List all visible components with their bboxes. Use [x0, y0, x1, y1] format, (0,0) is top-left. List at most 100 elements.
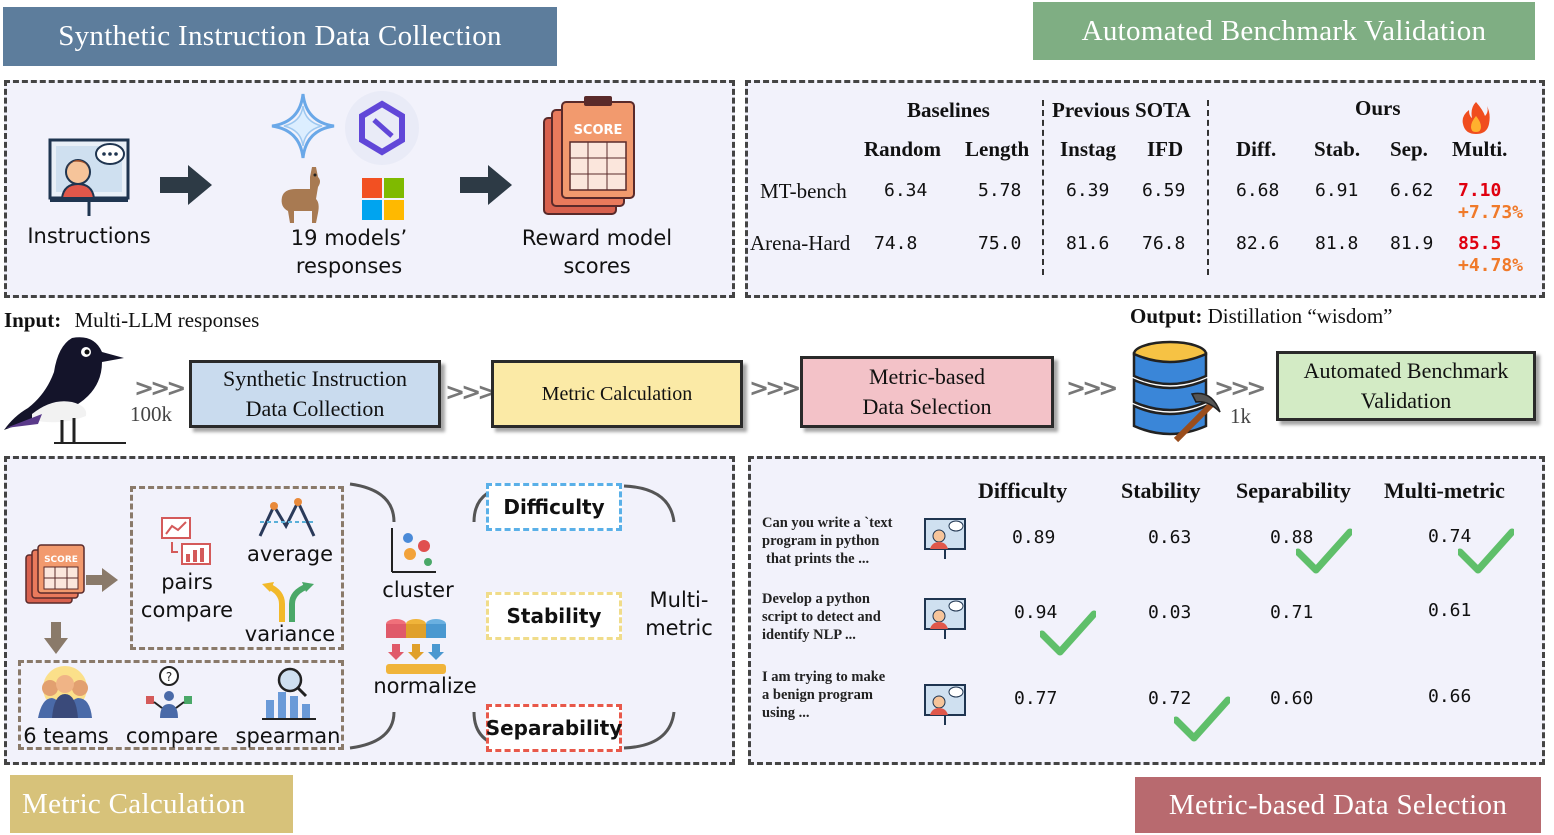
cluster-icon: [391, 528, 436, 573]
chevrons-icon: >>>: [1214, 374, 1266, 402]
variance-label: variance: [244, 622, 336, 646]
microsoft-logo-icon: [362, 178, 404, 220]
spearman-label: spearman: [235, 724, 341, 748]
cluster-label: cluster: [382, 578, 454, 602]
sel-header-multimetric: Multi-metric: [1384, 478, 1505, 503]
multi-label-line1: Multi-: [649, 588, 709, 612]
output-label: Output:: [1130, 304, 1203, 328]
question-line: using ...: [762, 705, 810, 722]
banner-selection: Metric-based Data Selection: [1135, 777, 1541, 833]
spearman-icon: [262, 667, 316, 720]
check-icon: [1174, 696, 1230, 742]
count-out: 1k: [1230, 404, 1251, 428]
flow-benchmark-line1: Automated Benchmark: [1303, 358, 1509, 384]
pairs-label: pairs: [161, 570, 213, 594]
flow-selection-line2: Data Selection: [862, 394, 992, 419]
magpie-icon: [4, 337, 126, 444]
question-line: Develop a python: [762, 591, 870, 607]
table-cell: 6.91: [1315, 180, 1359, 201]
col-diff: Diff.: [1236, 137, 1277, 161]
input-caption: Input: Multi-LLM responses: [4, 308, 259, 333]
question-line: that prints the ...: [766, 551, 870, 568]
sparkle-logo-icon: [271, 93, 335, 159]
table-cell: 6.62: [1390, 180, 1434, 201]
table-cell: 81.8: [1315, 233, 1359, 254]
fire-icon: [1462, 102, 1490, 134]
banner-benchmark: Automated Benchmark Validation: [1033, 2, 1535, 60]
output-text: Distillation “wisdom”: [1207, 304, 1393, 328]
chevrons-icon: >>>: [749, 374, 801, 402]
svg-text:?: ?: [166, 670, 172, 684]
instructions-label: Instructions: [27, 224, 151, 248]
chevrons-icon: >>>: [1066, 374, 1118, 402]
stability-box: Stability: [486, 592, 622, 640]
col-length: Length: [965, 137, 1030, 161]
table-cell: 0.88: [1270, 527, 1314, 548]
table-cell: 0.63: [1148, 527, 1192, 548]
score-badge: SCORE: [574, 123, 623, 138]
chevrons-icon: >>>: [134, 374, 186, 402]
input-text: Multi-LLM responses: [74, 308, 260, 332]
col-sep: Sep.: [1390, 137, 1428, 161]
flow-selection-line1: Metric-based: [868, 364, 986, 390]
benchmark-panel: [745, 80, 1545, 298]
flow-metric-box: Metric Calculation: [491, 360, 743, 428]
table-cell: 0.77: [1014, 688, 1058, 709]
count-in: 100k: [130, 402, 172, 426]
row-label-arenahard: Arena-Hard: [750, 231, 851, 255]
table-cell-best: 85.5: [1458, 233, 1502, 254]
table-cell: 81.6: [1066, 233, 1110, 254]
table-cell: 81.9: [1390, 233, 1434, 254]
models-label-line1: 19 models’: [290, 226, 408, 250]
multi-metric-label: Multi- metric: [636, 586, 722, 643]
table-cell: 0.74: [1428, 526, 1472, 547]
flow-benchmark-line2: Validation: [1360, 388, 1452, 413]
table-cell: 0.60: [1270, 688, 1314, 709]
group-baselines: Baselines: [907, 98, 990, 122]
reward-label: Reward model scores: [506, 224, 688, 281]
list-item: Can you write a `text program in python …: [762, 514, 892, 568]
qwen-logo-icon: [345, 91, 419, 165]
separability-box: Separability: [486, 704, 622, 752]
variance-icon: [262, 582, 314, 622]
banner-synthetic: Synthetic Instruction Data Collection: [3, 7, 557, 66]
table-cell: 0.03: [1148, 602, 1192, 623]
sel-header-stability: Stability: [1121, 478, 1201, 503]
table-cell: 6.39: [1066, 180, 1110, 201]
arrow-right-icon: [460, 165, 512, 205]
multi-label-line2: metric: [645, 616, 713, 641]
table-cell: 82.6: [1236, 233, 1280, 254]
pairs-group: [130, 486, 344, 650]
average-label: average: [247, 542, 333, 566]
output-caption: Output: Distillation “wisdom”: [1130, 304, 1393, 329]
separator: [1207, 100, 1209, 275]
question-line: program in python: [762, 533, 880, 550]
models-label: 19 models’ responses: [264, 224, 434, 281]
flow-synthetic-line2: Data Collection: [245, 396, 385, 421]
table-cell: 6.34: [884, 180, 928, 201]
difficulty-box: Difficulty: [486, 483, 622, 531]
teacher-icon: [924, 598, 966, 639]
question-line: a benign program: [762, 687, 873, 704]
flow-benchmark-box: Automated Benchmark Validation: [1276, 351, 1536, 421]
question-line: identify NLP ...: [762, 627, 856, 644]
input-label: Input:: [4, 308, 62, 332]
flow-synthetic-line1: Synthetic Instruction: [223, 366, 407, 392]
teacher-icon: [924, 518, 966, 559]
check-icon: [1296, 528, 1352, 574]
sel-header-difficulty: Difficulty: [978, 478, 1068, 503]
pairs-compare-icon: [161, 517, 211, 565]
col-random: Random: [864, 137, 942, 161]
score-stack-icon: SCORE: [25, 544, 85, 604]
compare-label: compare: [140, 598, 234, 623]
col-instag: Instag: [1060, 137, 1117, 161]
reward-label-line1: Reward model: [521, 226, 673, 250]
table-cell: 0.66: [1428, 686, 1472, 707]
flow-metric-label: Metric Calculation: [541, 382, 693, 405]
check-icon: [1040, 610, 1096, 656]
sel-header-separability: Separability: [1236, 478, 1351, 503]
question-line: script to detect and: [762, 609, 881, 626]
table-cell: 0.71: [1270, 602, 1314, 623]
group-ours: Ours: [1355, 96, 1401, 120]
normalize-icon: [386, 619, 446, 674]
